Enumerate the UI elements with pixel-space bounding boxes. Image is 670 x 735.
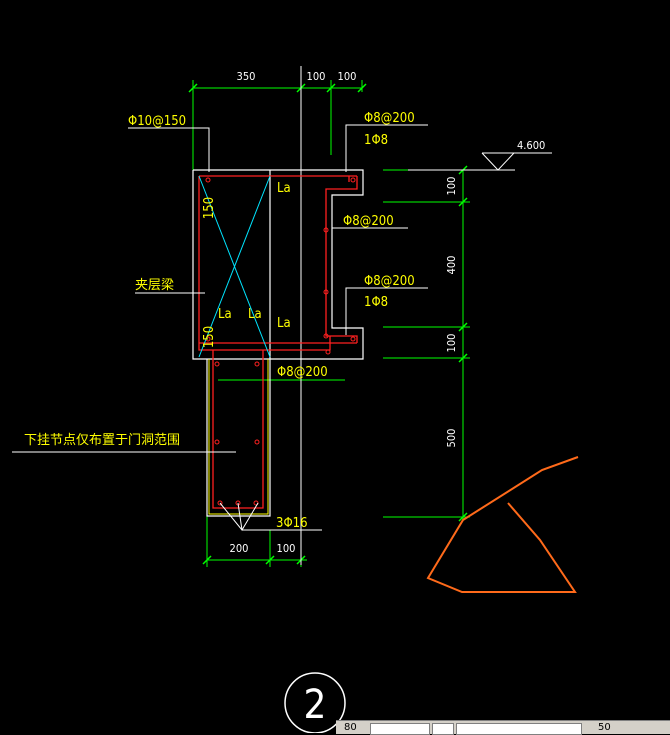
label-right-lower-count: 1Φ8 — [364, 295, 388, 310]
label-la-2: La — [218, 307, 232, 322]
dim-bottom-100: 100 — [277, 542, 296, 555]
label-right-lower-spacing: Φ8@200 — [364, 274, 415, 289]
status-bar-left-text: 80 — [344, 722, 357, 733]
dimension-ticks — [188, 83, 468, 565]
dim-top-100a: 100 — [307, 70, 326, 83]
label-hanger-spacing: Φ8@200 — [277, 365, 328, 380]
label-150-bottom: 150 — [202, 326, 217, 348]
label-bottom-bars: 3Φ16 — [276, 516, 308, 531]
detail-number-circle — [284, 672, 346, 733]
dim-bottom-200: 200 — [230, 542, 249, 555]
dim-top-350: 350 — [237, 70, 256, 83]
status-bar-field — [370, 723, 430, 735]
dim-right-500: 500 — [445, 429, 458, 448]
detail-number: 2 — [304, 682, 327, 728]
dim-right-100-top: 100 — [445, 177, 458, 196]
label-right-middle-spacing: Φ8@200 — [343, 214, 394, 229]
orange-sketch-stroke — [426, 456, 579, 593]
dim-right-100-mid: 100 — [445, 334, 458, 353]
status-bar-field — [432, 723, 454, 735]
elevation-value: 4.600 — [517, 139, 545, 152]
status-bar-field — [456, 723, 582, 735]
status-bar: 80 50 — [336, 720, 670, 735]
diagonal-cross — [198, 175, 271, 358]
beam-section-outline — [192, 169, 364, 517]
rebar-lines — [198, 175, 358, 509]
label-la-4: La — [277, 316, 291, 331]
status-bar-right-text: 50 — [598, 722, 611, 733]
label-beam-name: 夹层梁 — [135, 278, 174, 293]
label-stirrup-top-left: Φ10@150 — [128, 114, 186, 129]
label-la-3: La — [248, 307, 262, 322]
label-right-upper-spacing: Φ8@200 — [364, 111, 415, 126]
label-la-1: La — [277, 181, 291, 196]
label-150-top: 150 — [202, 197, 217, 219]
label-hanger-note: 下挂节点仅布置于门洞范围 — [24, 433, 180, 448]
dim-top-100b: 100 — [338, 70, 357, 83]
hanger-inner-outline — [208, 359, 269, 515]
rebar-dots — [205, 177, 356, 506]
leader-lines — [12, 124, 552, 531]
label-right-upper-count: 1Φ8 — [364, 133, 388, 148]
dim-right-400: 400 — [445, 256, 458, 275]
